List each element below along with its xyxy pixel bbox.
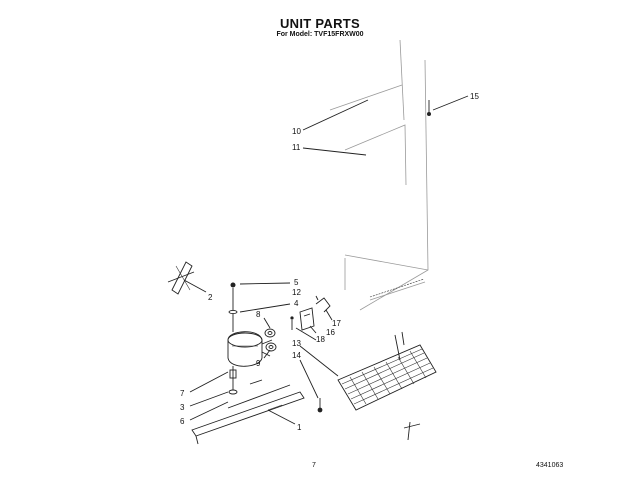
callout-6: 6 bbox=[180, 417, 185, 426]
callout-15: 15 bbox=[470, 92, 479, 101]
callout-2: 2 bbox=[208, 293, 213, 302]
callout-12: 12 bbox=[292, 288, 301, 297]
callout-leaders bbox=[183, 95, 469, 425]
callout-13: 13 bbox=[292, 339, 301, 348]
screw-part-14 bbox=[317, 398, 323, 413]
grommet-parts-8-9 bbox=[264, 328, 277, 352]
callout-8: 8 bbox=[256, 310, 261, 319]
base-plate-part-1 bbox=[191, 379, 305, 445]
bracket-parts-16-17-18 bbox=[290, 295, 331, 331]
callout-1: 1 bbox=[297, 423, 302, 432]
callout-14: 14 bbox=[292, 351, 301, 360]
callout-16: 16 bbox=[326, 328, 335, 337]
callout-labels: 10 11 15 2 5 12 4 8 9 17 16 18 13 14 7 3… bbox=[180, 92, 479, 432]
callout-17: 17 bbox=[332, 319, 341, 328]
callout-10: 10 bbox=[292, 127, 301, 136]
page-title: UNIT PARTS bbox=[279, 16, 361, 31]
bolt-stack-parts-5-12-4 bbox=[228, 282, 238, 332]
condenser-coil bbox=[337, 331, 437, 441]
compressor bbox=[227, 331, 273, 395]
callout-7: 7 bbox=[180, 389, 185, 398]
clamp-part-2 bbox=[167, 261, 195, 295]
callout-9: 9 bbox=[256, 359, 261, 368]
page-number: 7 bbox=[312, 462, 316, 469]
callout-18: 18 bbox=[316, 335, 325, 344]
callout-11: 11 bbox=[292, 143, 301, 152]
callout-4: 4 bbox=[294, 299, 299, 308]
screw-part-15 bbox=[427, 100, 431, 116]
callout-5: 5 bbox=[294, 278, 299, 287]
cabinet-outline bbox=[329, 39, 429, 311]
callout-3: 3 bbox=[180, 403, 185, 412]
model-subtitle: For Model: TVF15FRXW00 bbox=[276, 31, 364, 38]
document-code: 4341063 bbox=[536, 462, 564, 469]
